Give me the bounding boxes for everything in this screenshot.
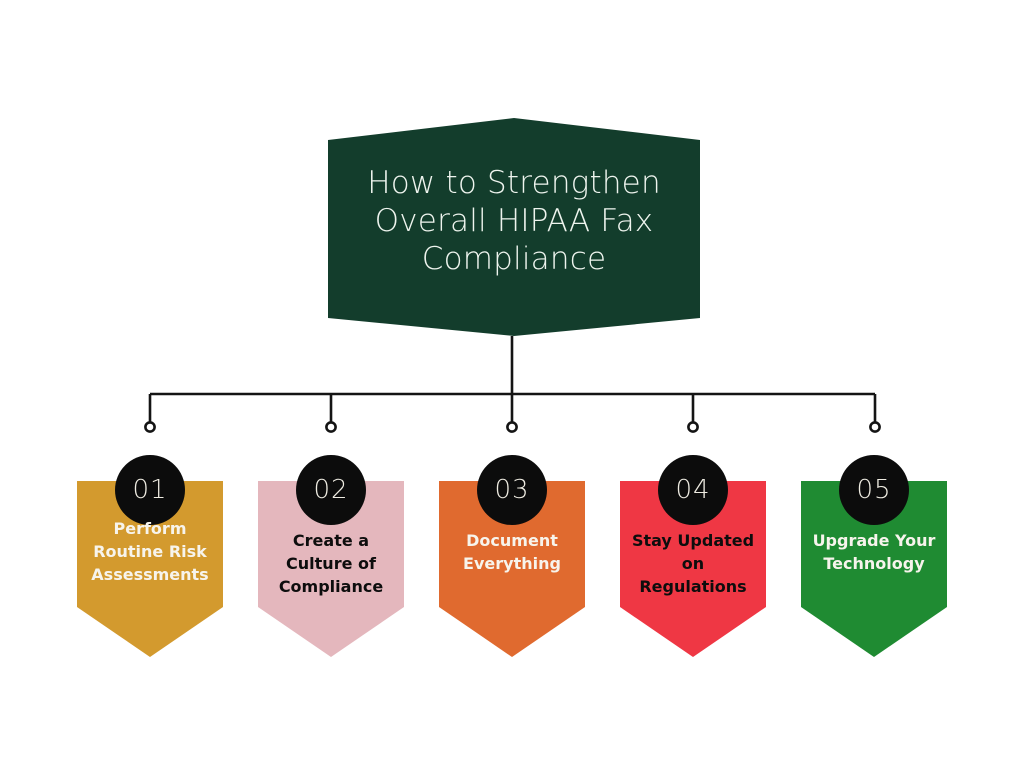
step-card-3[interactable]: 03 Document Everything <box>439 455 585 658</box>
step-number-2: 02 <box>313 475 349 505</box>
step-badge-5: 05 <box>839 455 909 525</box>
step-card-4[interactable]: 04 Stay Updated on Regulations <box>620 455 766 658</box>
page-title: How to Strengthen Overall HIPAA Fax Comp… <box>367 165 661 277</box>
step-label-5: Upgrade Your Technology <box>812 531 936 573</box>
step-number-5: 05 <box>856 475 892 505</box>
step-number-3: 03 <box>494 475 530 505</box>
step-card-5[interactable]: 05 Upgrade Your Technology <box>801 455 947 658</box>
step-badge-2: 02 <box>296 455 366 525</box>
pennant-shape-1 <box>77 481 223 657</box>
step-card-1[interactable]: 01 Perform Routine Risk Assessments <box>77 455 223 658</box>
step-label-4: Stay Updated on Regulations <box>631 531 755 596</box>
step-label-2: Create a Culture of Compliance <box>278 531 384 596</box>
step-number-4: 04 <box>675 475 711 505</box>
title-banner-shape <box>328 118 700 336</box>
connector-tree <box>144 336 881 433</box>
pennant-shape-4 <box>620 481 766 657</box>
title-banner: How to Strengthen Overall HIPAA Fax Comp… <box>326 112 702 342</box>
pennant-shape-3 <box>439 481 585 657</box>
step-badge-1: 01 <box>115 455 185 525</box>
step-label-3: Document Everything <box>463 531 561 573</box>
pennant-shape-5 <box>801 481 947 657</box>
step-badge-4: 04 <box>658 455 728 525</box>
step-label-1: Perform Routine Risk Assessments <box>91 519 209 584</box>
pennant-shape-2 <box>258 481 404 657</box>
step-badge-3: 03 <box>477 455 547 525</box>
step-card-2[interactable]: 02 Create a Culture of Compliance <box>258 455 404 658</box>
step-number-1: 01 <box>132 475 168 505</box>
